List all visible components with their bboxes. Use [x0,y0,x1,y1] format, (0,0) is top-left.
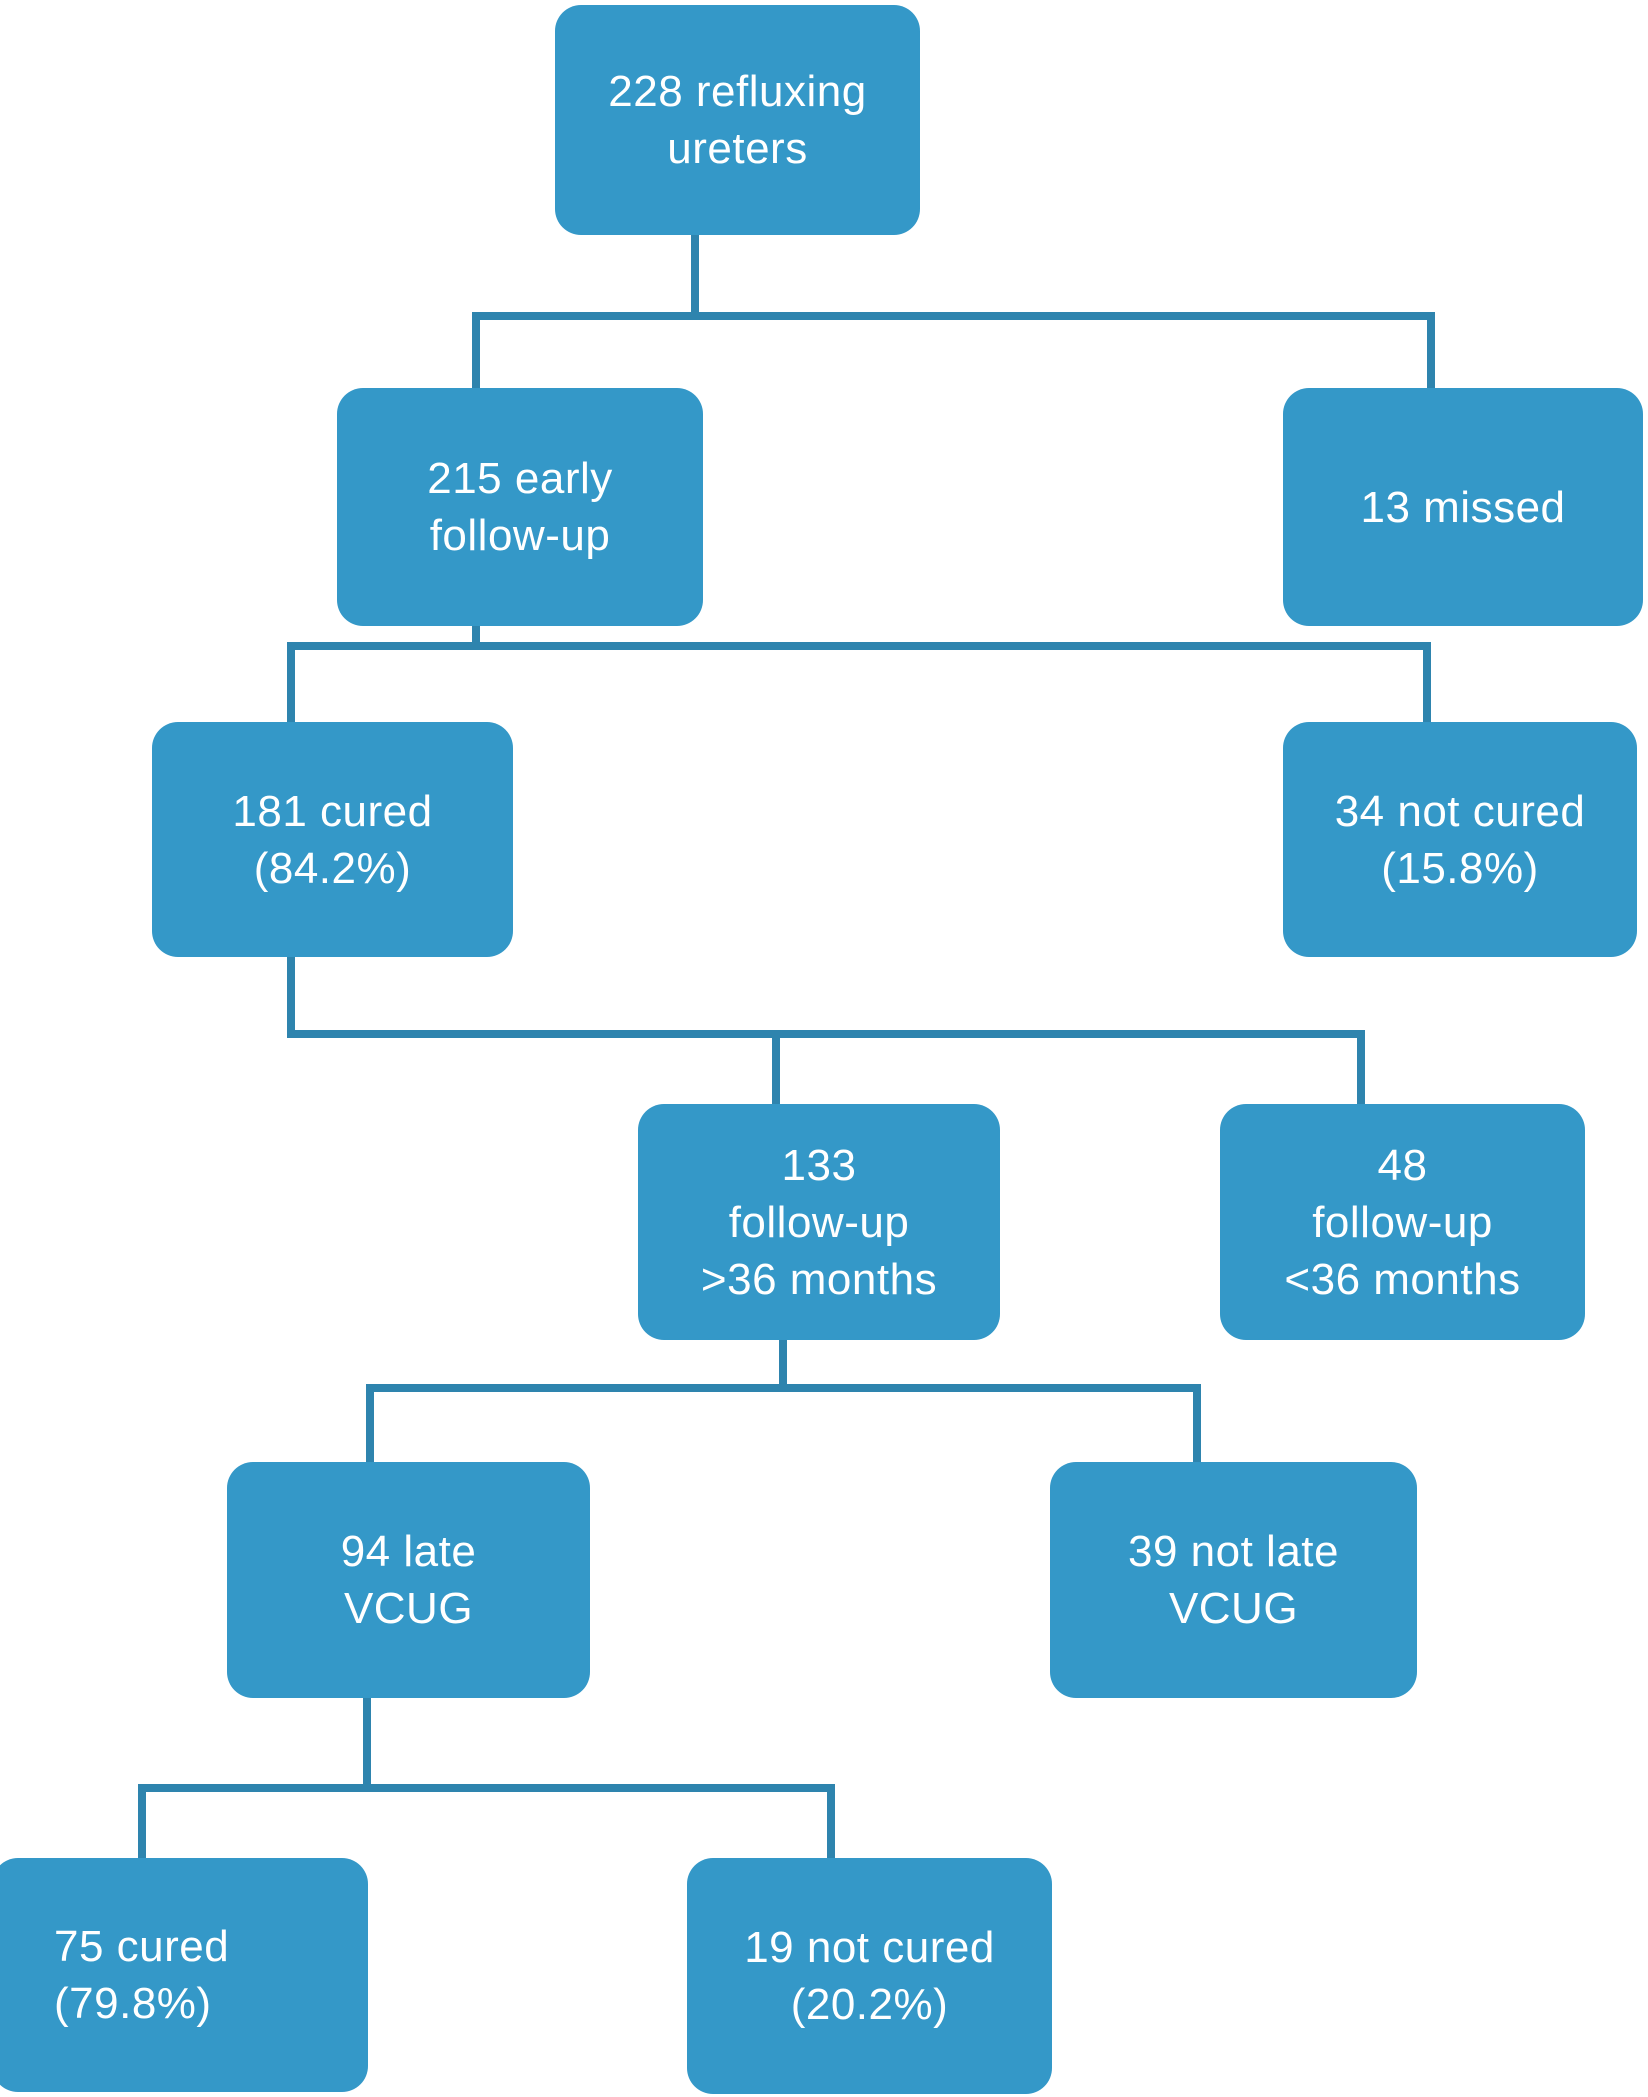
node-34-not-cured: 34 not cured (15.8%) [1283,722,1637,957]
node-label-line: (84.2%) [253,843,412,893]
node-215-early-follow-up: 215 early follow-up [337,388,703,626]
node-label-line: 215 early [427,454,613,503]
connector-early-followup-stem [472,620,480,650]
connector-followup-gt36-stem [779,1336,787,1392]
node-label-line: 13 missed [1360,482,1566,532]
node-label-line: (15.8%) [1381,843,1539,893]
node-label-line: 94 late [340,1527,477,1576]
connector-level2-crossbar [287,642,1431,650]
connector-late-vcug-stem [363,1693,371,1792]
connector-drop-followup-lt36 [1357,1030,1365,1110]
node-label-line: follow-up [728,1197,910,1247]
node-label-line: follow-up [1312,1197,1493,1247]
node-75-cured: 75 cured (79.8%) [0,1858,368,2092]
node-181-cured: 181 cured (84.2%) [152,722,513,957]
node-label-line: 48 [1377,1140,1428,1190]
connector-drop-not-late-vcug [1193,1384,1201,1466]
node-label-line: <36 months [1284,1254,1521,1304]
node-label-line: 75 cured [54,1922,230,1971]
node-label-line: (20.2%) [790,1980,949,2029]
connector-drop-cured-early [287,642,295,728]
node-48-follow-up-lt36-months: 48 follow-up <36 months [1220,1104,1585,1340]
connector-drop-missed [1427,312,1435,396]
node-label-line: (79.8%) [54,1979,212,2028]
node-228-refluxing-ureters: 228 refluxing ureters [555,5,920,235]
node-label-line: ureters [667,124,808,173]
connector-drop-cured-late [138,1784,146,1862]
connector-level1-crossbar [472,312,1435,320]
connector-drop-not-cured-early [1423,642,1431,728]
node-label-line: >36 months [700,1254,938,1304]
connector-drop-early-followup [472,312,480,396]
node-label-line: 181 cured [232,786,433,836]
node-label-line: VCUG [343,1584,474,1633]
connector-level3-crossbar [287,1030,1365,1038]
connector-root-stem [691,230,699,320]
node-133-follow-up-gt36-months: 133 follow-up >36 months [638,1104,1000,1340]
node-label-line: VCUG [1168,1584,1299,1633]
node-94-late-vcug: 94 late VCUG [227,1462,590,1698]
node-label-line: 19 not cured [744,1923,995,1972]
connector-drop-late-vcug [366,1384,374,1466]
node-label-line: 228 refluxing [608,67,867,116]
connector-cured-early-stem [287,952,295,1038]
connector-drop-followup-gt36 [772,1030,780,1110]
node-label-line: 34 not cured [1334,786,1586,836]
node-label-line: follow-up [429,511,611,560]
node-19-not-cured: 19 not cured (20.2%) [687,1858,1052,2094]
connector-level5-crossbar [138,1784,835,1792]
connector-drop-not-cured-late [827,1784,835,1862]
node-label-line: 39 not late [1128,1527,1339,1576]
connector-level4-crossbar [366,1384,1201,1392]
node-39-not-late-vcug: 39 not late VCUG [1050,1462,1417,1698]
node-13-missed: 13 missed [1283,388,1643,626]
node-label-line: 133 [781,1140,857,1190]
